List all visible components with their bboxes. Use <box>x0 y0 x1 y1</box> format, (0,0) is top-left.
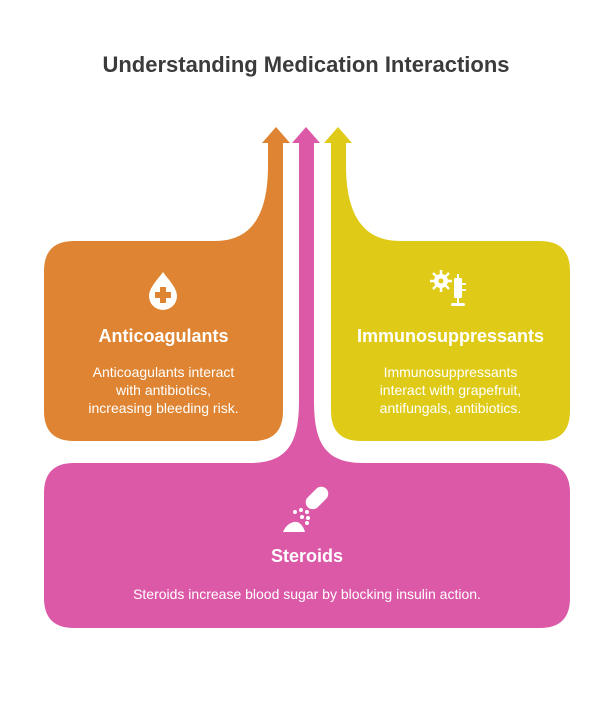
card-desc-steroids: Steroids increase blood sugar by blockin… <box>44 585 570 603</box>
card-desc-anticoagulants: Anticoagulants interact with antibiotics… <box>44 363 283 417</box>
card-title-anticoagulants: Anticoagulants <box>98 326 229 346</box>
virus-syringe-icon <box>430 270 466 306</box>
pill-powder-icon <box>283 486 329 532</box>
desc-line: interact with grapefruit, <box>379 382 522 398</box>
desc-line: with antibiotics, <box>116 382 211 398</box>
card-title-steroids: Steroids <box>270 546 344 566</box>
desc-line: increasing bleeding risk. <box>88 400 239 416</box>
desc-line: antifungals, antibiotics. <box>379 400 522 416</box>
blood-drop-cross-icon <box>149 272 177 310</box>
steroids-card <box>44 127 570 628</box>
desc-line: Steroids increase blood sugar by blockin… <box>133 586 481 602</box>
card-title-immunosuppressants: Immunosuppressants <box>356 326 545 346</box>
card-desc-immunosuppressants: Immunosuppressants interact with grapefr… <box>331 363 570 417</box>
page-title: Understanding Medication Interactions <box>102 52 510 77</box>
desc-line: Anticoagulants interact <box>92 364 235 380</box>
desc-line: Immunosuppressants <box>383 364 518 380</box>
